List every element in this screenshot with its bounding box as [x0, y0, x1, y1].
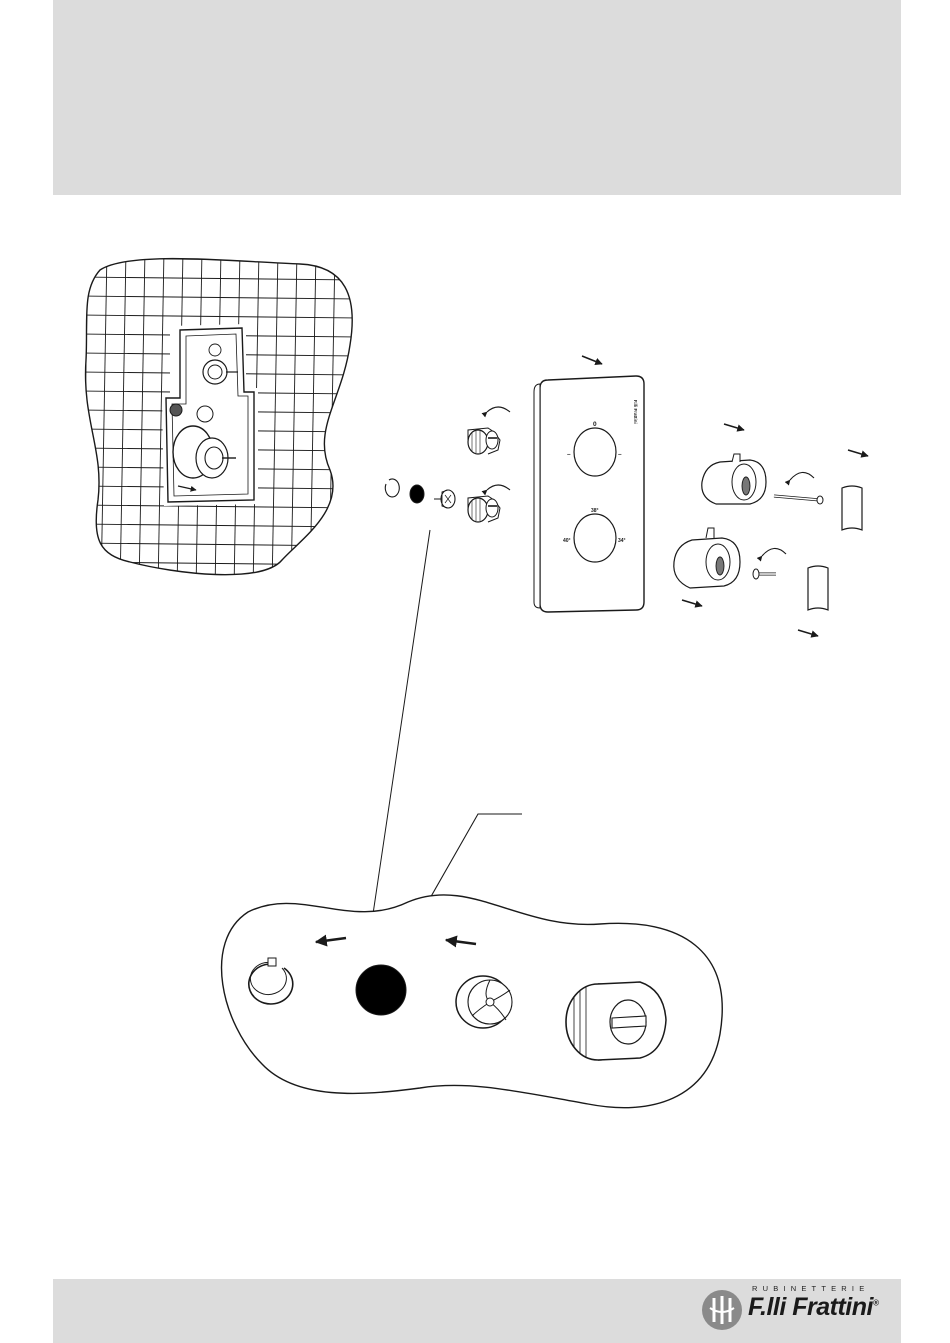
arrow-icon [582, 356, 602, 364]
plate-temp-right: 34° [618, 538, 626, 544]
exploded-parts-small [385, 407, 510, 522]
plate-mark-right: – [618, 451, 622, 458]
registered-mark: ® [873, 1299, 878, 1308]
handles-exploded [674, 454, 862, 610]
plate-mark-top: 0 [593, 421, 597, 428]
arrow-icon [848, 450, 868, 456]
cover-plate [534, 376, 644, 612]
plate-temp-left: 40° [563, 538, 571, 544]
rotate-arrow-icon [487, 407, 510, 412]
lower-knob-opening [574, 514, 616, 562]
ball-large [356, 965, 406, 1015]
plate-brand-mark: F.lli Frattini [633, 400, 638, 424]
rotate-arrow-icon [487, 485, 510, 490]
filter-small [434, 490, 455, 508]
arrow-icon [682, 600, 702, 606]
lower-lever-cap [808, 566, 828, 610]
ball-small [410, 485, 424, 503]
upper-handle-body [702, 454, 766, 504]
brand-name-text: F.lli Frattini [748, 1293, 873, 1321]
brand-tagline: RUBINETTERIE [752, 1284, 869, 1293]
plate-temp-top: 38° [591, 508, 599, 514]
upper-lever-cap [842, 486, 862, 530]
cartridge-upper-small [468, 428, 500, 454]
tile-joint [80, 581, 360, 584]
rotate-arrow-icon [790, 472, 814, 480]
plate-mark-left: – [567, 451, 571, 458]
upper-knob-opening [574, 428, 616, 476]
arrow-icon [724, 424, 744, 430]
rotate-arrow-icon [762, 548, 786, 556]
cartridge-lower-small [468, 496, 500, 522]
lower-handle-body [674, 528, 740, 588]
cartridge-large [566, 982, 666, 1060]
brand-name: F.lli Frattini® [748, 1293, 878, 1322]
arrow-icon [798, 630, 818, 636]
frattini-logo-icon [700, 1288, 744, 1332]
circlip-small [385, 479, 399, 497]
brand-logo: RUBINETTERIE F.lli Frattini® [698, 1284, 888, 1334]
